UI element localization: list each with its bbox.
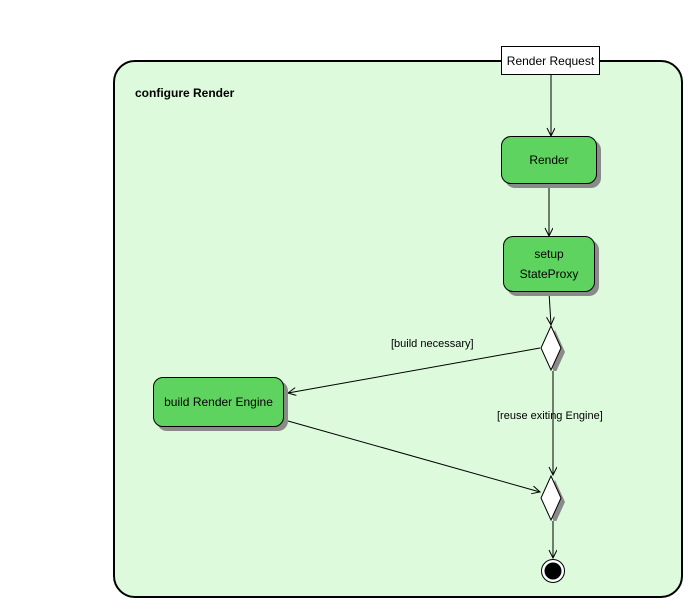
action-node-setup-stateproxy-label-line2: StateProxy [519,267,579,281]
action-node-build-render-engine-label: build Render Engine [164,395,273,409]
action-node-setup-stateproxy[interactable]: setup StateProxy [503,236,595,292]
entry-point-label: Render Request [506,53,595,68]
edge-label-reuse-exiting-engine: [reuse exiting Engine] [497,410,603,422]
activity-frame [113,60,683,598]
action-node-setup-stateproxy-label-line1: setup [534,247,564,261]
action-node-render-label: Render [529,153,569,167]
edge-label-build-necessary: [build necessary] [391,338,474,350]
merge-node-diamond[interactable] [540,474,566,524]
decision-node-diamond[interactable] [540,324,566,374]
entry-point-render-request[interactable]: Render Request [501,46,600,75]
action-node-render[interactable]: Render [501,136,597,184]
activity-final-node[interactable] [540,558,566,584]
action-node-build-render-engine[interactable]: build Render Engine [153,377,284,427]
page-title: configure Render [135,86,235,100]
